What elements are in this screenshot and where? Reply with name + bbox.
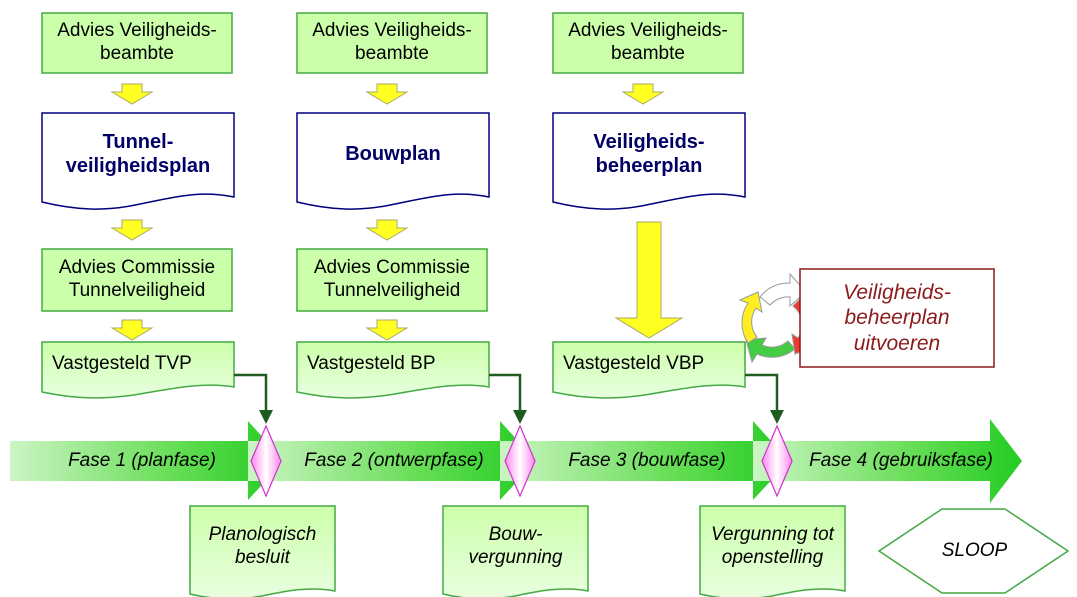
phase-label-4: Fase 4 (gebruiksfase) (809, 449, 993, 471)
commission-label-2: Advies Commissie Tunnelveiligheid (313, 257, 471, 301)
execute-plan-label: Veiligheids- beheerplan uitvoeren (843, 281, 951, 355)
milestone-diamond-2 (504, 424, 536, 498)
established-document-1 (41, 341, 235, 399)
outcome-label-2: Bouw- vergunning (468, 524, 563, 568)
long-down-arrow-3 (614, 221, 684, 339)
phase-arrow-3 (500, 421, 789, 500)
down-arrow-1b (110, 219, 154, 241)
down-arrow-1a (110, 83, 154, 105)
commission-box-1 (41, 248, 233, 312)
connector-2-head (513, 410, 527, 424)
outcome-document-3 (699, 505, 846, 597)
phase-label-1: Fase 1 (planfase) (68, 449, 216, 471)
connector-3 (745, 373, 779, 412)
plan-document-2 (296, 112, 490, 210)
milestone-diamond-3 (761, 424, 793, 498)
down-arrow-2a (365, 83, 409, 105)
commission-label-1: Advies Commissie Tunnelveiligheid (58, 257, 216, 301)
phase-arrow-4 (753, 419, 1022, 503)
plan-label-1: Tunnel- veiligheidsplan (65, 131, 211, 177)
down-arrow-2b (365, 219, 409, 241)
phase-label-3: Fase 3 (bouwfase) (568, 449, 726, 471)
established-document-3 (552, 341, 746, 399)
established-document-2 (296, 341, 490, 399)
connector-1-head (259, 410, 273, 424)
plan-document-1 (41, 112, 235, 210)
advice-box-1 (41, 12, 233, 74)
advice-label-1: Advies Veiligheids- beambte (57, 20, 217, 64)
end-diamond (877, 508, 1070, 594)
advice-label-2: Advies Veiligheids- beambte (312, 20, 472, 64)
advice-box-2 (296, 12, 488, 74)
connector-1 (234, 373, 268, 412)
cycle-icon (738, 272, 817, 364)
phase-label-2: Fase 2 (ontwerpfase) (304, 449, 484, 471)
outcome-label-1: Planologisch besluit (208, 524, 317, 568)
phase-arrow-2 (248, 421, 536, 500)
outcome-document-2 (442, 505, 589, 597)
end-label: SLOOP (941, 539, 1008, 561)
plan-label-2: Bouwplan (345, 143, 441, 165)
connector-2 (489, 373, 522, 412)
established-label-1: Vastgesteld TVP (52, 352, 192, 374)
down-arrow-2c (365, 319, 409, 341)
phase-arrow-1 (10, 421, 284, 500)
down-arrow-1c (110, 319, 154, 341)
outcome-document-1 (189, 505, 336, 597)
advice-box-3 (552, 12, 744, 74)
plan-label-3: Veiligheids- beheerplan (593, 131, 705, 177)
outcome-label-3: Vergunning tot openstelling (711, 524, 834, 568)
down-arrow-3a (621, 83, 665, 105)
established-label-2: Vastgesteld BP (307, 352, 436, 374)
execute-plan-box (799, 268, 995, 368)
commission-box-2 (296, 248, 488, 312)
connector-3-head (770, 410, 784, 424)
milestone-diamond-1 (250, 424, 282, 498)
established-label-3: Vastgesteld VBP (563, 352, 705, 374)
advice-label-3: Advies Veiligheids- beambte (568, 20, 728, 64)
plan-document-3 (552, 112, 746, 210)
